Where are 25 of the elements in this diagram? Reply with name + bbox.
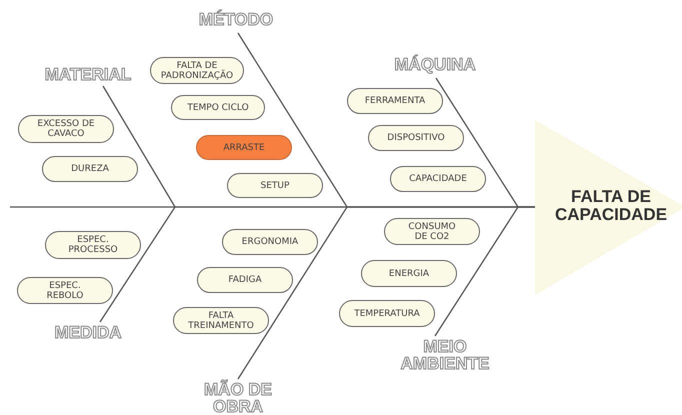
effect-label: FALTA DE CAPACIDADE	[554, 188, 668, 224]
cause-box: ESPEC. PROCESSO	[45, 231, 141, 259]
cause-box: FALTA DE PADRONIZAÇÃO	[150, 57, 244, 84]
cause-box: CAPACIDADE	[390, 166, 486, 192]
category-label: MEDIDA	[48, 324, 128, 342]
bone-line	[434, 206, 535, 336]
category-label: MATERIAL	[38, 66, 138, 84]
cause-box: ENERGIA	[361, 260, 457, 287]
cause-box: FADIGA	[197, 267, 293, 293]
cause-box: DUREZA	[42, 156, 138, 182]
cause-box: DISPOSITIVO	[368, 125, 464, 151]
cause-box: ARRASTE	[196, 135, 292, 160]
category-label: MÁQUINA	[386, 56, 484, 74]
cause-box: ERGONOMIA	[222, 229, 318, 255]
cause-box: TEMPO CICLO	[171, 95, 265, 120]
cause-box: ESPEC. REBOLO	[17, 277, 113, 304]
cause-box: CONSUMO DE CO2	[384, 218, 480, 245]
category-label: MÃO DE OBRA	[195, 381, 281, 415]
cause-box: TEMPERATURA	[339, 300, 435, 327]
cause-box: SETUP	[227, 173, 323, 198]
cause-box: FALTA TREINAMENTO	[173, 307, 269, 334]
cause-box: EXCESSO DE CAVACO	[18, 115, 114, 143]
category-label: MÉTODO	[190, 11, 282, 29]
cause-box: FERRAMENTA	[347, 88, 443, 114]
category-label: MEIO AMBIENTE	[395, 338, 495, 372]
